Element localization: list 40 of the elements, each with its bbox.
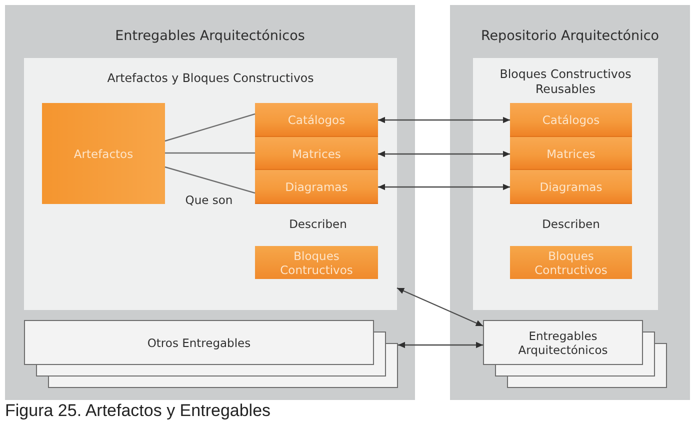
panel-title: Entregables Arquitectónicos (115, 27, 305, 45)
box-label: Diagramas (540, 180, 602, 194)
double-arrow (398, 342, 483, 348)
connector-line (164, 166, 256, 194)
box-label: Bloques Contructivos (279, 248, 354, 276)
figure-caption: Figura 25. Artefactos y Entregables (5, 401, 271, 420)
double-arrow (378, 150, 510, 158)
stack-label: Entregables Arquitectónicos (517, 328, 609, 356)
box-label: Catálogos (542, 113, 600, 127)
double-arrow (378, 116, 510, 124)
box-label: Bloques Contructivos (534, 248, 608, 276)
panel-title: Repositorio Arquitectónico (480, 27, 660, 45)
box-label: Catálogos (288, 113, 346, 127)
group-panel (5, 5, 415, 400)
relation-label: Describen (542, 217, 600, 231)
block-box (510, 170, 632, 204)
block-box (510, 246, 632, 279)
panel-heading: Artefactos y Bloques Constructivos (107, 71, 314, 86)
artifact-box (42, 103, 165, 204)
block-box (255, 103, 378, 137)
block-box (255, 246, 378, 279)
subgroup-panel (473, 58, 658, 310)
group-panel (450, 5, 690, 400)
block-box (255, 170, 378, 204)
double-arrow (396, 287, 484, 327)
double-arrow (378, 184, 510, 190)
box-label: Diagramas (285, 180, 348, 194)
relation-label: Que son (185, 193, 233, 207)
block-box (510, 137, 632, 170)
connector-line (165, 152, 255, 154)
subgroup-panel (24, 58, 397, 310)
stack-label: Otros Entregables (147, 336, 251, 350)
box-label: Matrices (546, 146, 596, 160)
connector-line (164, 113, 256, 142)
relation-label: Describen (289, 217, 347, 231)
block-box (255, 137, 378, 170)
panel-heading: Bloques Constructivos Reusables (498, 67, 632, 97)
box-label: Artefactos (74, 146, 134, 160)
block-box (510, 103, 632, 137)
box-label: Matrices (292, 146, 341, 160)
